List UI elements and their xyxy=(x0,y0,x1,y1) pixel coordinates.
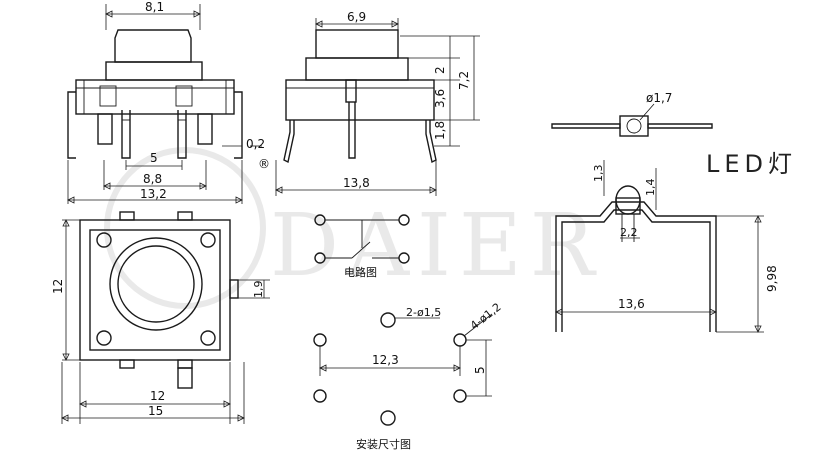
dim-hole-vert: 5 xyxy=(473,366,487,374)
led-detail: ø1,7 LED灯 xyxy=(551,91,797,178)
dim-top-pin-thk: 0,2 xyxy=(246,137,265,151)
dim-body-width: 12 xyxy=(150,389,165,403)
circuit-diagram: 电路图 xyxy=(314,214,410,279)
dim-hole-small: 2-ø1,5 xyxy=(406,306,441,319)
dim-side-total: 7,2 xyxy=(457,71,471,90)
circuit-label: 电路图 xyxy=(344,266,377,279)
dim-top-outer: 8,8 xyxy=(143,172,162,186)
led-label: LED灯 xyxy=(706,150,797,178)
mounting-label: 安装尺寸图 xyxy=(356,437,411,451)
dim-led-h2: 1,4 xyxy=(644,179,657,197)
dim-side-h3: 1,8 xyxy=(433,121,447,140)
dim-overall-width: 15 xyxy=(148,404,163,418)
dim-led-dia: ø1,7 xyxy=(646,91,672,105)
dim-body-height: 12 xyxy=(51,279,65,294)
top-view: 12 1,9 12 15 xyxy=(51,211,270,424)
dim-side-h2: 3,6 xyxy=(433,89,447,108)
watermark-text: DAIER xyxy=(270,196,603,296)
dim-side-cap: 6,9 xyxy=(347,10,366,24)
dim-led-width: 13,6 xyxy=(618,297,645,311)
dim-top-pin-pitch: 5 xyxy=(150,151,158,165)
dim-side-width: 13,8 xyxy=(343,176,370,190)
dim-hole-large: 4-ø1,2 xyxy=(468,300,504,332)
led-bracket: 1,3 1,4 2,2 9,98 13,6 xyxy=(555,160,779,333)
dim-top-overall: 13,2 xyxy=(140,187,167,201)
dim-led-height: 9,98 xyxy=(765,265,779,292)
watermark: DAIER ® xyxy=(104,147,603,309)
dim-hole-pitch: 12,3 xyxy=(372,353,399,367)
registered-mark: ® xyxy=(258,157,270,171)
dim-side-h1: 2 xyxy=(433,66,447,74)
side-view: 6,9 2 3,6 1,8 7,2 13,8 xyxy=(275,10,480,196)
mounting-diagram: 2-ø1,5 4-ø1,2 12,3 5 安装尺寸图 xyxy=(313,300,504,451)
dim-top-width: 8,1 xyxy=(145,0,164,14)
dim-led-pitch: 2,2 xyxy=(620,226,638,239)
dim-btn-offset: 1,9 xyxy=(252,281,265,299)
dim-led-h1: 1,3 xyxy=(592,165,605,183)
front-view: 8,1 5 8,8 13,2 0,2 xyxy=(67,0,265,204)
